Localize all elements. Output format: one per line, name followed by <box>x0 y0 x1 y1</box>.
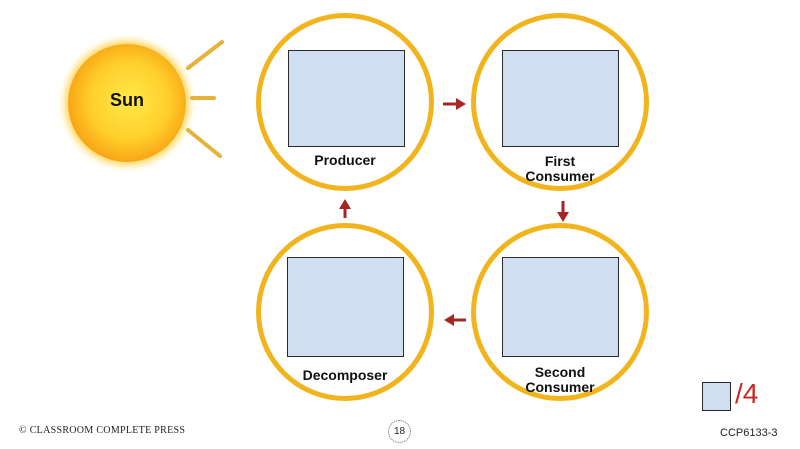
first-consumer-answer-box[interactable] <box>502 50 619 147</box>
decomposer-label: Decomposer <box>302 367 388 383</box>
sun-label: Sun <box>110 90 144 110</box>
score-denominator: /4 <box>735 378 759 409</box>
publisher-logo: © CLASSROOM COMPLETE PRESS <box>19 425 186 436</box>
decomposer-answer-box[interactable] <box>287 257 404 357</box>
second-consumer-label-line1: Second <box>534 364 586 380</box>
sun-illustration <box>68 44 186 162</box>
product-code: CCP6133-3 <box>720 427 778 439</box>
arrow-second-consumer-to-decomposer <box>444 314 466 326</box>
first-consumer-label-line2: Consumer <box>525 168 595 184</box>
second-consumer-label: Second Consumer <box>485 365 635 395</box>
score-box[interactable] <box>702 382 731 411</box>
producer-label: Producer <box>314 152 376 168</box>
sun-ray-bottom <box>186 128 222 158</box>
sun-rays <box>186 40 224 158</box>
arrow-decomposer-to-producer <box>339 199 351 218</box>
second-consumer-answer-box[interactable] <box>502 257 619 357</box>
second-consumer-label-line2: Consumer <box>525 379 595 395</box>
arrow-first-to-second-consumer <box>557 201 569 222</box>
producer-answer-box[interactable] <box>288 50 405 147</box>
page-number-badge: 18 <box>388 420 411 443</box>
arrow-producer-to-first-consumer <box>443 98 466 110</box>
sun-ray-top <box>186 40 224 70</box>
first-consumer-label: First Consumer <box>485 154 635 184</box>
first-consumer-label-line1: First <box>544 153 576 169</box>
